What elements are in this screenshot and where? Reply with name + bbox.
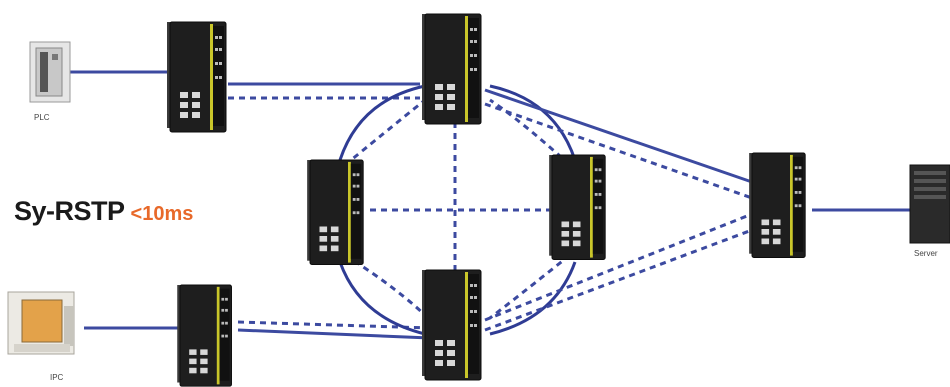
plc-label: PLC <box>34 113 50 122</box>
switch-ring-right <box>548 154 606 260</box>
switch-right <box>748 152 806 258</box>
protocol-label: Sy-RSTP <box>14 196 125 226</box>
links <box>70 70 910 340</box>
switch-top-left <box>166 21 227 133</box>
plc-icon <box>29 41 71 103</box>
title-block: Sy-RSTP <10ms <box>14 196 193 227</box>
ipc-label: IPC <box>50 373 64 382</box>
switch-top-center <box>421 13 482 125</box>
server-icon <box>909 164 950 244</box>
switch-bottom-left <box>176 284 232 387</box>
server-label: Server <box>914 249 938 258</box>
ipc-icon <box>7 291 75 355</box>
switch-bottom-center <box>421 269 482 381</box>
latency-label: <10ms <box>130 203 194 225</box>
switch-ring-left <box>306 159 364 265</box>
